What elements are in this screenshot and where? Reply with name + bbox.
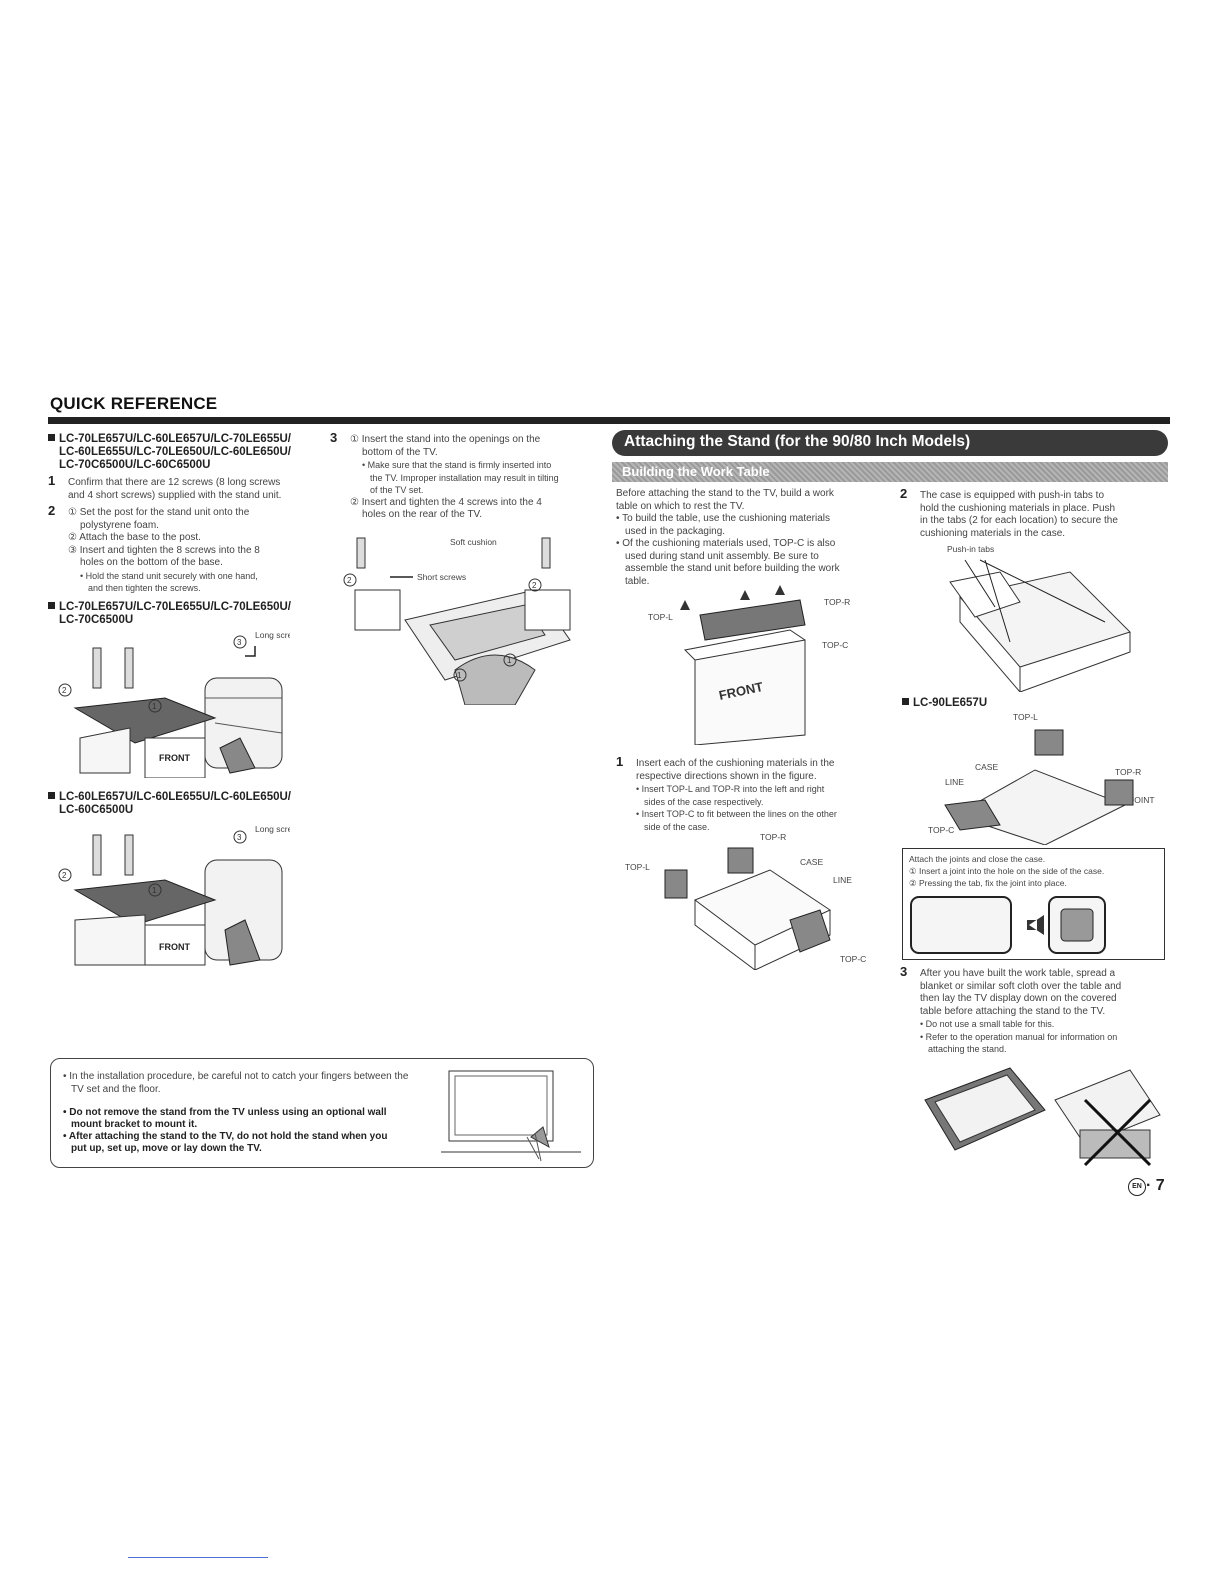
svg-text:1: 1 xyxy=(152,886,157,895)
joint-figure: TOP-L CASE LINE TOP-R JOINT TOP-C xyxy=(928,712,1155,845)
caution-box: In the installation procedure, be carefu… xyxy=(50,1058,594,1168)
svg-text:TOP-C: TOP-C xyxy=(840,954,866,964)
joint-steps-figure xyxy=(910,896,1106,954)
page-number: EN· 7 xyxy=(1128,1177,1165,1196)
stand-assembly-60-figure: Long screws 3 FRONT 2 1 xyxy=(58,824,290,966)
svg-text:CASE: CASE xyxy=(975,762,998,772)
square-bullet-icon xyxy=(48,601,55,609)
case-label: CASE xyxy=(800,857,823,867)
svg-text:LINE: LINE xyxy=(945,777,964,787)
svg-text:3: 3 xyxy=(237,833,242,842)
model-heading-1: LC-70LE657U/LC-60LE657U/LC-70LE655U/ LC-… xyxy=(48,433,318,472)
svg-text:TOP-R: TOP-R xyxy=(760,832,786,842)
short-screws-label: Short screws xyxy=(417,572,466,582)
square-bullet-icon xyxy=(902,698,909,705)
soft-cushion-label: Soft cushion xyxy=(450,537,497,547)
model-heading-90: LC-90LE657U xyxy=(902,697,987,710)
svg-text:1: 1 xyxy=(507,656,512,665)
front-label: FRONT xyxy=(159,753,190,763)
square-bullet-icon xyxy=(48,792,55,799)
joints-instruction-box: Attach the joints and close the case. ① … xyxy=(902,848,1165,960)
column-1: LC-70LE657U/LC-60LE657U/LC-70LE655U/ LC-… xyxy=(48,433,318,627)
svg-text:2: 2 xyxy=(532,581,537,590)
square-bullet-icon xyxy=(48,434,55,441)
svg-text:2: 2 xyxy=(347,576,352,585)
joint-label: JOINT xyxy=(1130,795,1155,805)
stand-assembly-70-figure: Long screws 3 FRONT 2 1 xyxy=(58,630,290,778)
long-screws-label: Long screws xyxy=(255,824,290,834)
long-screws-label: Long screws xyxy=(255,630,290,640)
top-r-label: TOP-R xyxy=(824,597,850,607)
subsection-banner: Building the Work Table xyxy=(612,462,1168,482)
tv-caution-figure xyxy=(441,1070,581,1162)
language-badge: EN xyxy=(1128,1178,1146,1196)
svg-text:TOP-L: TOP-L xyxy=(1013,712,1038,722)
svg-text:3: 3 xyxy=(237,638,242,647)
packaging-figure: TOP-L TOP-R TOP-C FRONT xyxy=(648,585,850,745)
section-banner: Attaching the Stand (for the 90/80 Inch … xyxy=(612,430,1168,456)
model-heading-2: LC-70LE657U/LC-70LE655U/LC-70LE650U/ LC-… xyxy=(48,601,318,627)
svg-text:2: 2 xyxy=(62,871,67,880)
footer-link-underline xyxy=(128,1557,268,1558)
top-l-label: TOP-L xyxy=(648,612,673,622)
push-in-tabs-figure: Push-in tabs xyxy=(947,544,1131,692)
svg-text:TOP-C: TOP-C xyxy=(928,825,954,835)
section-title: QUICK REFERENCE xyxy=(50,394,218,413)
work-table-intro: Before attaching the stand to the TV, bu… xyxy=(616,488,886,588)
top-c-label: TOP-C xyxy=(822,640,848,650)
front-label: FRONT xyxy=(159,942,190,952)
tv-on-table-figure xyxy=(924,1067,1161,1167)
line-label: LINE xyxy=(833,875,852,885)
svg-text:1: 1 xyxy=(457,671,462,680)
model-heading-3: LC-60LE657U/LC-60LE655U/LC-60LE650U/ LC-… xyxy=(48,791,291,817)
svg-text:1: 1 xyxy=(152,702,157,711)
case-insert-figure: TOP-R TOP-L CASE LINE TOP-C xyxy=(625,832,866,970)
stand-insert-figure: Soft cushion Short screws 2 2 1 1 xyxy=(343,537,571,705)
push-in-tabs-label: Push-in tabs xyxy=(947,544,994,554)
svg-text:TOP-L: TOP-L xyxy=(625,862,650,872)
header-rule xyxy=(48,417,1170,424)
svg-text:TOP-R: TOP-R xyxy=(1115,767,1141,777)
svg-text:2: 2 xyxy=(62,686,67,695)
